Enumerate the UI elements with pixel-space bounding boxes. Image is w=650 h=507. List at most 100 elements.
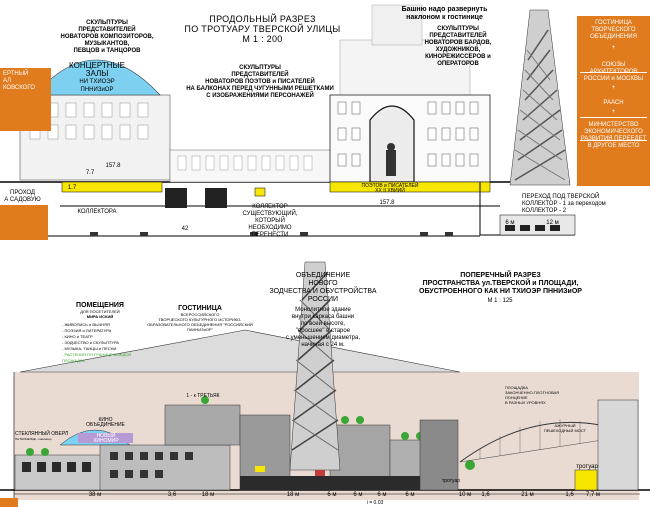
hotel-title: ГОСТИНИЦА ВСЕРОССИЙСКОГО ТВОРЧЕСКОГО КУЛ…: [140, 305, 260, 332]
label-line: СТЕКЛЯННЫЙ ОВЕРЛ: [15, 431, 69, 437]
label-line: ОБЪЕДИНЕНИЕ: [86, 422, 125, 428]
left-orange-line: КОВСКОГО: [3, 85, 35, 91]
elevation-center: 157.8: [379, 200, 395, 206]
divider: [580, 117, 647, 118]
dimension-label: 6 м: [405, 492, 415, 498]
title-line: ПО ТРОТУАРУ ТВЕРСКОЙ УЛИЦЫ: [184, 24, 341, 34]
monolith-note: Монолитное здание внутри каркаса башни п…: [273, 307, 373, 349]
label-line: КИНОРЕЖИССЕРОВ и: [425, 54, 491, 60]
dimension-label: 10 м: [458, 492, 472, 498]
glass-oval-label: СТЕКЛЯННЫЙ ОВЕРЛ ПНТНИНЕЛЦЕ - кннинннр: [15, 432, 75, 442]
label-line: внутри каркаса башни: [291, 314, 355, 320]
label-line: ЛОНЦЕНИЕ: [505, 395, 528, 400]
label-line: ОПЕРАТОРОВ: [437, 61, 479, 67]
label-line: АЖУРНЫЙ: [554, 423, 576, 428]
sculptures-bards-label: СКУЛЬПТУРЫ ПРЕДСТАВИТЕЛЕЙ НОВАТОРОВ БАРД…: [418, 26, 498, 68]
ministry-move: МИНИСТЕРСТВО ЭКОНОМИЧЕСКОГО РАЗВИТИЯ ПЕР…: [580, 122, 647, 149]
platform-note: ПЛОЩАДКА ЗАКОНЧЕННО-ПЛОТНОВАЯ ЛОНЦЕНИЕ В…: [505, 385, 575, 405]
label-line: начиная с 24 м.: [301, 342, 345, 348]
premises-list: - ЖИВОПИСЬ и ВЫЧНЯЯ - ПОЭЗИЯ и ЛИТЕРАТУР…: [62, 322, 147, 364]
list-item: - РАСТЕНИЯ ПО ГРАНИЦЕ КАЖДОЙ ПЛОЩАДКИ: [62, 352, 132, 363]
elevation-left: 157.8: [105, 163, 121, 169]
label-line: КОТОРЫЙ: [255, 218, 285, 224]
plus-sign: +: [611, 45, 616, 51]
label-line: КОЛЛЕКТОР: [252, 204, 288, 210]
concert-halls-label: КОНЦЕРТНЫЕ ЗАЛЫ НИ ТХИОЭР ПННИЗиОР: [62, 62, 132, 94]
label-line: РОССИИ: [307, 296, 339, 303]
label-line: ПРЕДСТАВИТЕЛЕЙ: [429, 33, 487, 39]
dimension-label: 7,7 м: [585, 492, 601, 498]
dimension-label: 21 м: [521, 492, 534, 498]
dimension-label: 1,6: [565, 492, 574, 498]
union-roof: [19, 329, 461, 373]
tower-note: Башню надо развернуть наклоном к гостини…: [392, 6, 497, 22]
label-line: ХХ II ХВИИЙ: [375, 188, 405, 194]
mark-42: 42: [181, 226, 189, 232]
new-cinema-label: НОВЫЙ КИНОМИР: [80, 434, 132, 444]
dimension-label: 6 м: [327, 492, 337, 498]
cinema-union-label: КИНО ОБЪЕДИНЕНИЕ: [78, 418, 133, 428]
collector-existing-label: КОЛЛЕКТОР СУЩЕСТВУЮЩИЙ, КОТОРЫЙ НЕОБХОДИ…: [240, 204, 300, 239]
label-line: ПОЭТОВ и ПИСАТЕЛЕЙ: [361, 183, 419, 189]
label-line: ЗАКОНЧЕННО-ПЛОТНОВАЯ: [505, 390, 560, 395]
label-line: ПННИЗиОР: [80, 87, 114, 93]
left-orange-line: АЛ: [3, 78, 12, 84]
label-line: наклоном к гостинице: [406, 14, 483, 21]
list-item: - МУЗЫКА, ТАНЦЫ и ПЕСНИ: [62, 346, 117, 351]
sculptures-composers-label: СКУЛЬПТУРЫ ПРЕДСТАВИТЕЛЕЙ НОВАТОРОВ КОМП…: [42, 20, 172, 55]
label-line: ПРЕДСТАВИТЕЛЕЙ: [78, 27, 136, 33]
label-line: ОБУСТРОЕННОГО КАК НИ ТХИОЭР ПННИЗиОР: [419, 288, 582, 295]
tretyakov-note: 1 - к ТРЕТЬЯК: [186, 393, 220, 399]
level-mark-b: 1.7: [67, 185, 77, 191]
label-line: ГОСТИНИЦА: [178, 305, 222, 312]
label-line: КИНОМИР: [93, 438, 119, 444]
label-line: КОНЦЕРТНЫЕ: [69, 61, 125, 70]
transition-notes: ПЕРЕХОД ПОД ТВЕРСКОЙ КОЛЛЕКТОР - 1 за пе…: [522, 194, 647, 215]
dim-6m: 6 м: [505, 220, 515, 226]
scale-label: i = 0.03: [366, 500, 384, 506]
label-line: НОВОГО: [308, 280, 338, 287]
label-line: А САДОВУЮ: [4, 197, 41, 203]
label-line: ОБРАЗОВАТЕЛЬНОГО ОБЪЕДИНЕНИЯ "РОССИЙСКИЙ: [147, 322, 253, 327]
title-scale: М 1 : 200: [242, 34, 283, 44]
label-line: СКУЛЬПТУРЫ: [239, 65, 281, 71]
label-line: ПРЕДСТАВИТЕЛЕЙ: [231, 72, 289, 78]
plus-sign: +: [611, 109, 616, 115]
premises-title: ПОМЕЩЕНИЯ ДЛЯ ПОСЕТИТЕЛЕЙ МИРА ИСКИЙ: [65, 302, 135, 319]
label-line: МИРА ИСКИЙ: [86, 314, 114, 319]
architects-unions: СОЮЗЫ АРХИТЕКТОРОВ РОССИИ и МОСКВЫ: [583, 62, 644, 82]
dim-12m: 12 м: [546, 220, 559, 226]
label-line: СКУЛЬПТУРЫ: [86, 20, 128, 26]
hotel-creative-union: ГОСТИНИЦА ТВОРЧЕСКОГО ОБЪЕДИНЕНИЯ: [590, 20, 637, 40]
dimension-label: 18 м: [201, 492, 215, 498]
label-line: ПЕРЕХОД ПОД ТВЕРСКОЙ: [522, 194, 600, 200]
label-line: Башню надо развернуть: [401, 6, 488, 13]
label-line: ПЕРЕНЕСТИ: [251, 232, 289, 238]
collector-left-label: КОЛЛЕКТОРА: [77, 209, 117, 215]
divider: [580, 140, 647, 141]
label-line: ХУДОЖНИКОВ,: [435, 47, 481, 53]
label-line: НИ ТХИОЭР: [79, 79, 115, 85]
poets-under-arch: ПОЭТОВ и ПИСАТЕЛЕЙ ХХ II ХВИИЙ: [355, 184, 425, 194]
label-line: НОВЫЙ: [96, 433, 116, 439]
union-title: ОБЪЕДИНЕНИЕ НОВОГО ЗОДЧЕСТВА И ОБУСТРОЙС…: [268, 272, 378, 304]
sculptures-poets-label: СКУЛЬПТУРЫ ПРЕДСТАВИТЕЛЕЙ НОВАТОРОВ ПОЭТ…: [180, 65, 340, 100]
label-line: С ИЗОБРАЖЕНИЯМИ ПЕРСОНАЖЕЙ: [206, 93, 314, 99]
label-line: ПОМЕЩЕНИЯ: [76, 302, 124, 309]
label-line: НА БАЛКОНАХ ПЕРЕД ЧУГУННЫМИ РЕШЕТКАМИ: [186, 86, 334, 92]
label-line: ПЕВЦОВ и ТАНЦОРОВ: [73, 48, 141, 54]
left-orange-block: ЕРТНЫЙ АЛ КОВСКОГО: [0, 68, 51, 131]
label-line: Монолитное здание: [295, 307, 351, 313]
label-line: ПРОХОД: [10, 190, 35, 196]
tower-top: [509, 9, 571, 186]
tower-bottom: [289, 261, 341, 471]
label-line: КОЛЛЕКТОР - 2: [522, 208, 567, 214]
label-line: ПРОСТРАНСТВА ул.ТВЕРСКОЙ и ПЛОЩАДИ,: [422, 280, 579, 287]
sidewalk-mid-label: тротуар: [441, 478, 461, 484]
list-item: - ЗОДЧЕСТВО и СКУЛЬПТУРА: [62, 340, 119, 345]
label-line: ОБЪЕДИНЕНИЕ: [295, 272, 351, 279]
label-line: ТВОРЧЕСКОГО КУЛЬТУРНОГО ИСТОРИКО-: [158, 317, 242, 322]
dimension-label: 6 м: [377, 492, 387, 498]
dimension-label: 38 м: [88, 492, 102, 498]
